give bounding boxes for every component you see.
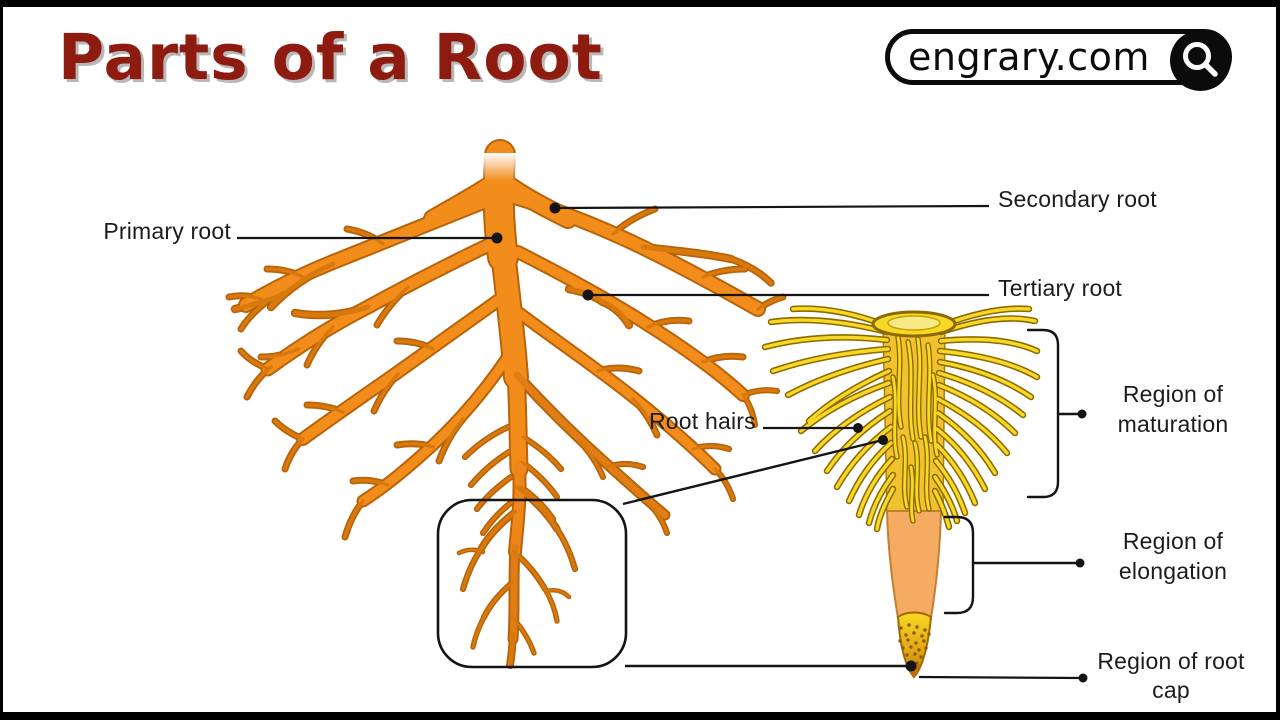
leader-tertiary-root xyxy=(582,289,989,301)
left-root-illustration xyxy=(229,153,783,665)
brand-logo: engrary.com xyxy=(885,29,1232,91)
root-cap-speckles xyxy=(898,623,931,665)
leader-secondary-root xyxy=(549,202,990,214)
leader-root-hairs xyxy=(763,423,863,433)
leader-lines xyxy=(237,202,1088,683)
cut-opening xyxy=(887,315,941,331)
elongation-column xyxy=(885,510,943,619)
label-primary-root: Primary root xyxy=(103,218,231,244)
diagram-canvas xyxy=(3,7,1088,683)
search-icon xyxy=(1170,30,1231,91)
page-title: Parts of a Root xyxy=(58,21,603,94)
label-secondary-root: Secondary root xyxy=(998,186,1157,212)
brand-domain: engrary.com xyxy=(908,35,1150,79)
label-region-root-cap: Region of root cap xyxy=(1097,648,1245,703)
label-region-maturation: Region of maturation xyxy=(1117,381,1229,437)
magnifier-box xyxy=(436,435,917,672)
label-root-hairs: Root hairs xyxy=(649,408,756,434)
leader-region-root-cap xyxy=(918,673,1088,683)
leader-primary-root xyxy=(237,232,503,244)
label-tertiary-root: Tertiary root xyxy=(998,275,1123,301)
bracket-maturation xyxy=(1026,328,1087,499)
root-tip-illustration xyxy=(765,309,1037,679)
root-cap xyxy=(896,611,933,679)
bracket-elongation xyxy=(943,515,1085,615)
brackets xyxy=(943,328,1087,615)
label-region-elongation: Region of elongation xyxy=(1118,528,1228,584)
